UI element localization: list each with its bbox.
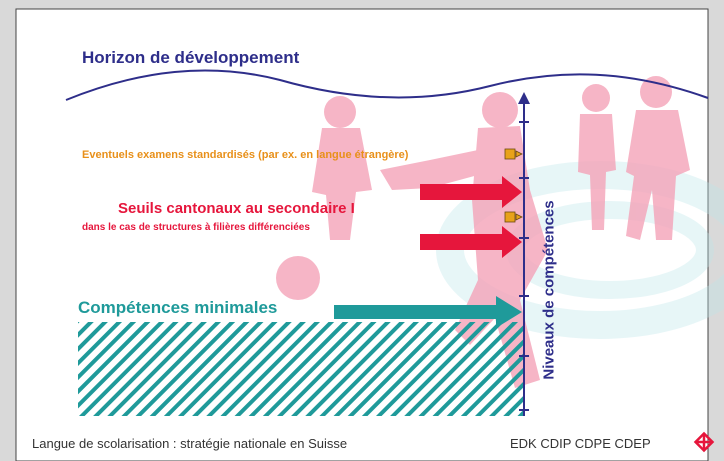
arrow-right-icon [420, 176, 522, 208]
small-arrow-icon [504, 211, 523, 223]
footer-title: Langue de scolarisation : stratégie nati… [32, 436, 348, 451]
optional-exams-label: Eventuels examens standardisés (par ex. … [82, 149, 409, 161]
arrow-right-icon [334, 296, 522, 328]
minimal-competences-area [78, 322, 524, 416]
cantonal-thresholds-note: dans le cas de structures à filières dif… [82, 222, 310, 233]
competence-axis [518, 92, 530, 416]
horizon-wave [65, 69, 709, 101]
horizon-title: Horizon de développement [82, 48, 300, 67]
arrow-right-icon [420, 226, 522, 258]
minimal-competences-label: Compétences minimales [78, 298, 278, 317]
edk-logo-icon [693, 431, 715, 453]
cantonal-thresholds-label: Seuils cantonaux au secondaire I [118, 200, 355, 217]
footer-organizations: EDK CDIP CDPE CDEP [510, 436, 651, 451]
competence-levels-axis-label: Niveaux de compétences [540, 200, 558, 380]
small-arrow-icon [504, 148, 523, 160]
